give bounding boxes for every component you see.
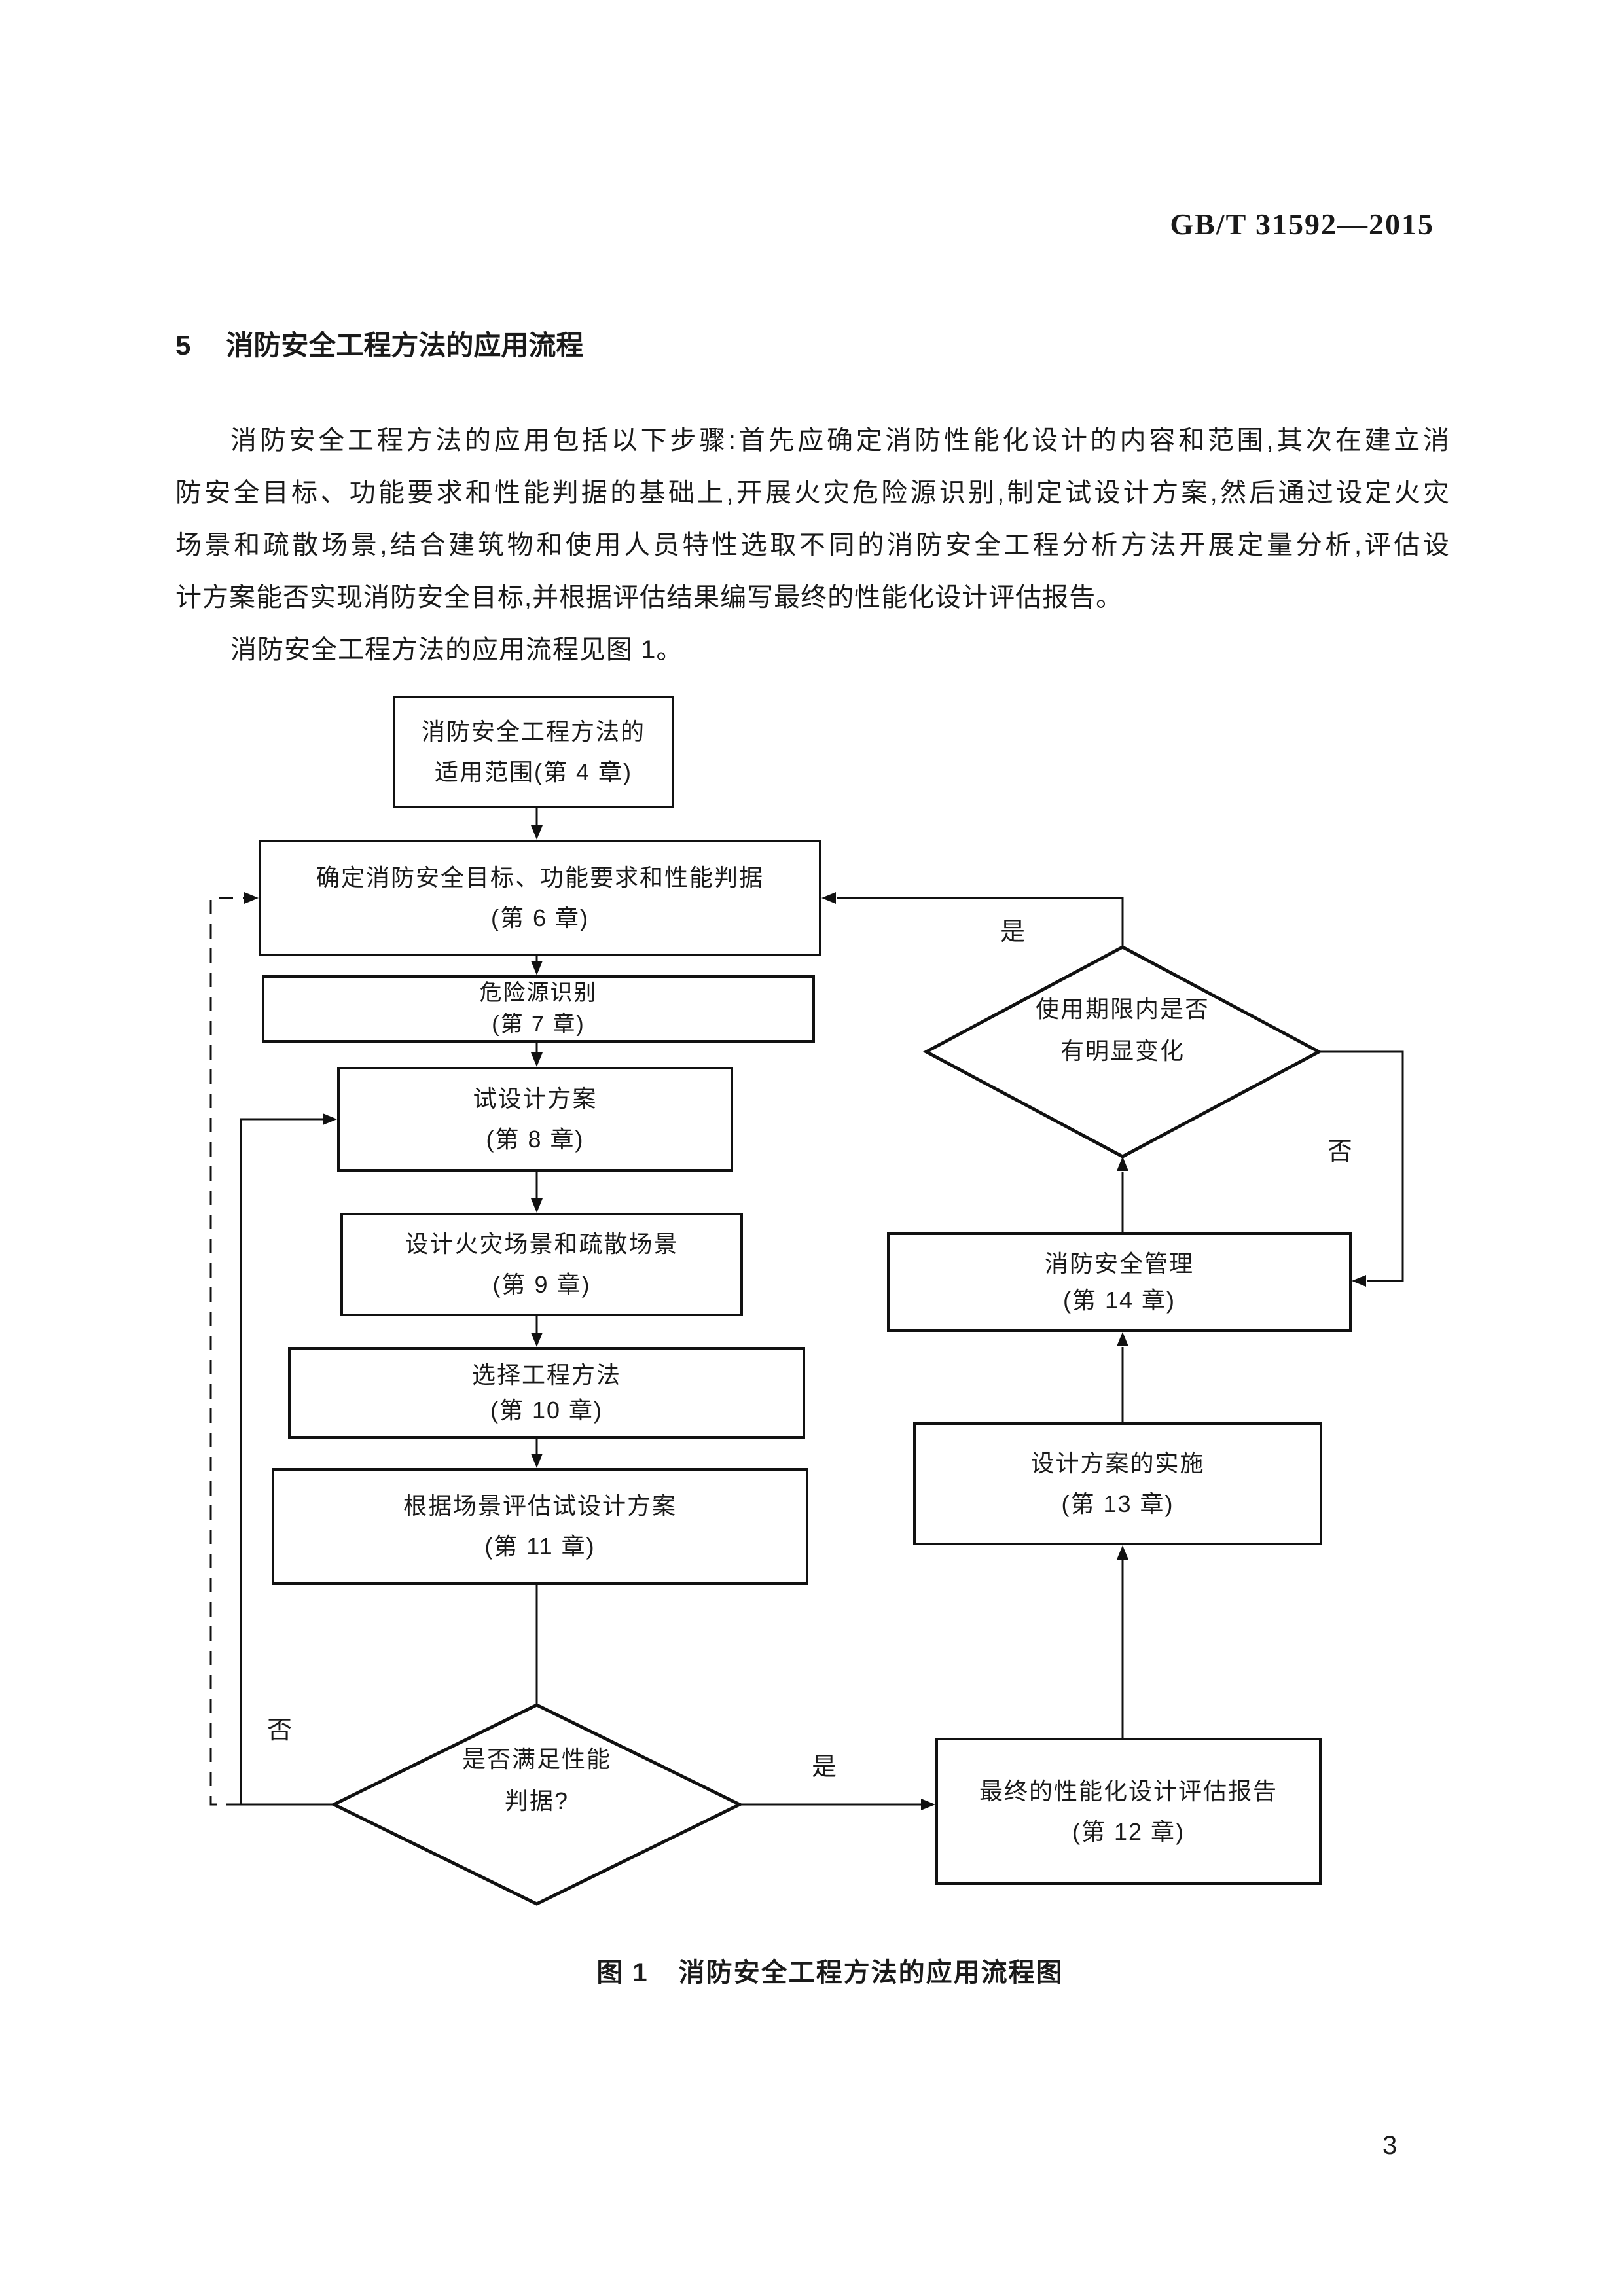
- flow-node-management: 消防安全管理 (第 14 章): [887, 1232, 1352, 1332]
- flow-node-scope: 消防安全工程方法的 适用范围(第 4 章): [393, 696, 674, 808]
- paragraph-line: 计方案能否实现消防安全目标,并根据评估结果编写最终的性能化设计评估报告。: [175, 583, 1123, 612]
- flow-arrowheads: [244, 825, 1366, 1810]
- node-text: (第 10 章): [490, 1397, 604, 1424]
- decision-text-change: 使用期限内是否 有明显变化: [956, 996, 1290, 1064]
- branch-label-no: 否: [1327, 1138, 1354, 1166]
- node-text: 试设计方案: [473, 1085, 598, 1113]
- node-text: (第 9 章): [492, 1271, 591, 1298]
- flow-diamonds: [330, 945, 1323, 1906]
- node-text: (第 6 章): [490, 905, 589, 931]
- decision-diamond-change: [922, 945, 1323, 1158]
- node-text: 适用范围(第 4 章): [434, 759, 632, 785]
- flow-node-trial-design: 试设计方案 (第 8 章): [337, 1067, 733, 1172]
- node-text: 判据?: [504, 1787, 569, 1814]
- figure-title: 消防安全工程方法的应用流程图: [678, 1958, 1064, 1987]
- branch-label-no: 否: [267, 1717, 293, 1744]
- node-text: (第 11 章): [484, 1533, 596, 1560]
- page-number: 3: [1382, 2131, 1398, 2160]
- node-text: 选择工程方法: [471, 1361, 621, 1389]
- node-text: 根据场景评估试设计方案: [403, 1492, 677, 1520]
- node-text: 最终的性能化设计评估报告: [979, 1777, 1278, 1804]
- flow-node-final-report: 最终的性能化设计评估报告 (第 12 章): [935, 1738, 1322, 1885]
- flow-node-goals: 确定消防安全目标、功能要求和性能判据 (第 6 章): [259, 840, 821, 956]
- standard-number: GB/T 31592—2015: [1170, 207, 1434, 241]
- flow-node-scenarios: 设计火灾场景和疏散场景 (第 9 章): [340, 1213, 743, 1316]
- node-text: 设计方案的实施: [1030, 1450, 1205, 1477]
- node-text: 危险源识别: [479, 980, 598, 1006]
- section-number: 5: [175, 330, 191, 361]
- paragraph-line: 消防安全工程方法的应用包括以下步骤:首先应确定消防性能化设计的内容和范围,其次在…: [230, 426, 1450, 455]
- node-text: (第 14 章): [1062, 1287, 1176, 1314]
- flow-node-evaluate: 根据场景评估试设计方案 (第 11 章): [272, 1468, 808, 1585]
- flow-node-hazard: 危险源识别 (第 7 章): [262, 975, 815, 1043]
- paragraph-line: 防安全目标、功能要求和性能判据的基础上,开展火灾危险源识别,制定试设计方案,然后…: [175, 478, 1450, 507]
- section-title: 消防安全工程方法的应用流程: [226, 330, 584, 361]
- branch-label-yes: 是: [812, 1753, 838, 1781]
- figure-label: 图 1: [596, 1958, 649, 1987]
- flow-node-implementation: 设计方案的实施 (第 13 章): [913, 1422, 1322, 1545]
- node-text: 是否满足性能: [461, 1746, 611, 1772]
- decision-diamond-criteria: [330, 1703, 744, 1906]
- node-text: (第 7 章): [492, 1011, 585, 1037]
- paragraph-line: 场景和疏散场景,结合建筑物和使用人员特性选取不同的消防安全工程分析方法开展定量分…: [175, 531, 1450, 560]
- decision-text-criteria: 是否满足性能 判据?: [396, 1746, 677, 1814]
- node-text: (第 13 章): [1061, 1490, 1174, 1517]
- node-text: 消防安全管理: [1044, 1250, 1194, 1278]
- flow-lines: [209, 808, 1404, 1806]
- node-text: 消防安全工程方法的: [421, 718, 645, 745]
- figure-caption: 图 1 消防安全工程方法的应用流程图: [596, 1951, 1063, 1989]
- section-heading: 5 消防安全工程方法的应用流程: [175, 323, 583, 363]
- node-text: 设计火灾场景和疏散场景: [405, 1230, 679, 1258]
- flow-node-select-method: 选择工程方法 (第 10 章): [288, 1347, 805, 1439]
- node-text: 确定消防安全目标、功能要求和性能判据: [316, 864, 764, 891]
- node-text: (第 12 章): [1072, 1818, 1185, 1845]
- node-text: 使用期限内是否: [1035, 996, 1210, 1022]
- branch-label-yes: 是: [1000, 918, 1026, 946]
- node-text: 有明显变化: [1060, 1037, 1185, 1064]
- paragraph-line: 消防安全工程方法的应用流程见图 1。: [230, 636, 683, 664]
- node-text: (第 8 章): [486, 1126, 585, 1153]
